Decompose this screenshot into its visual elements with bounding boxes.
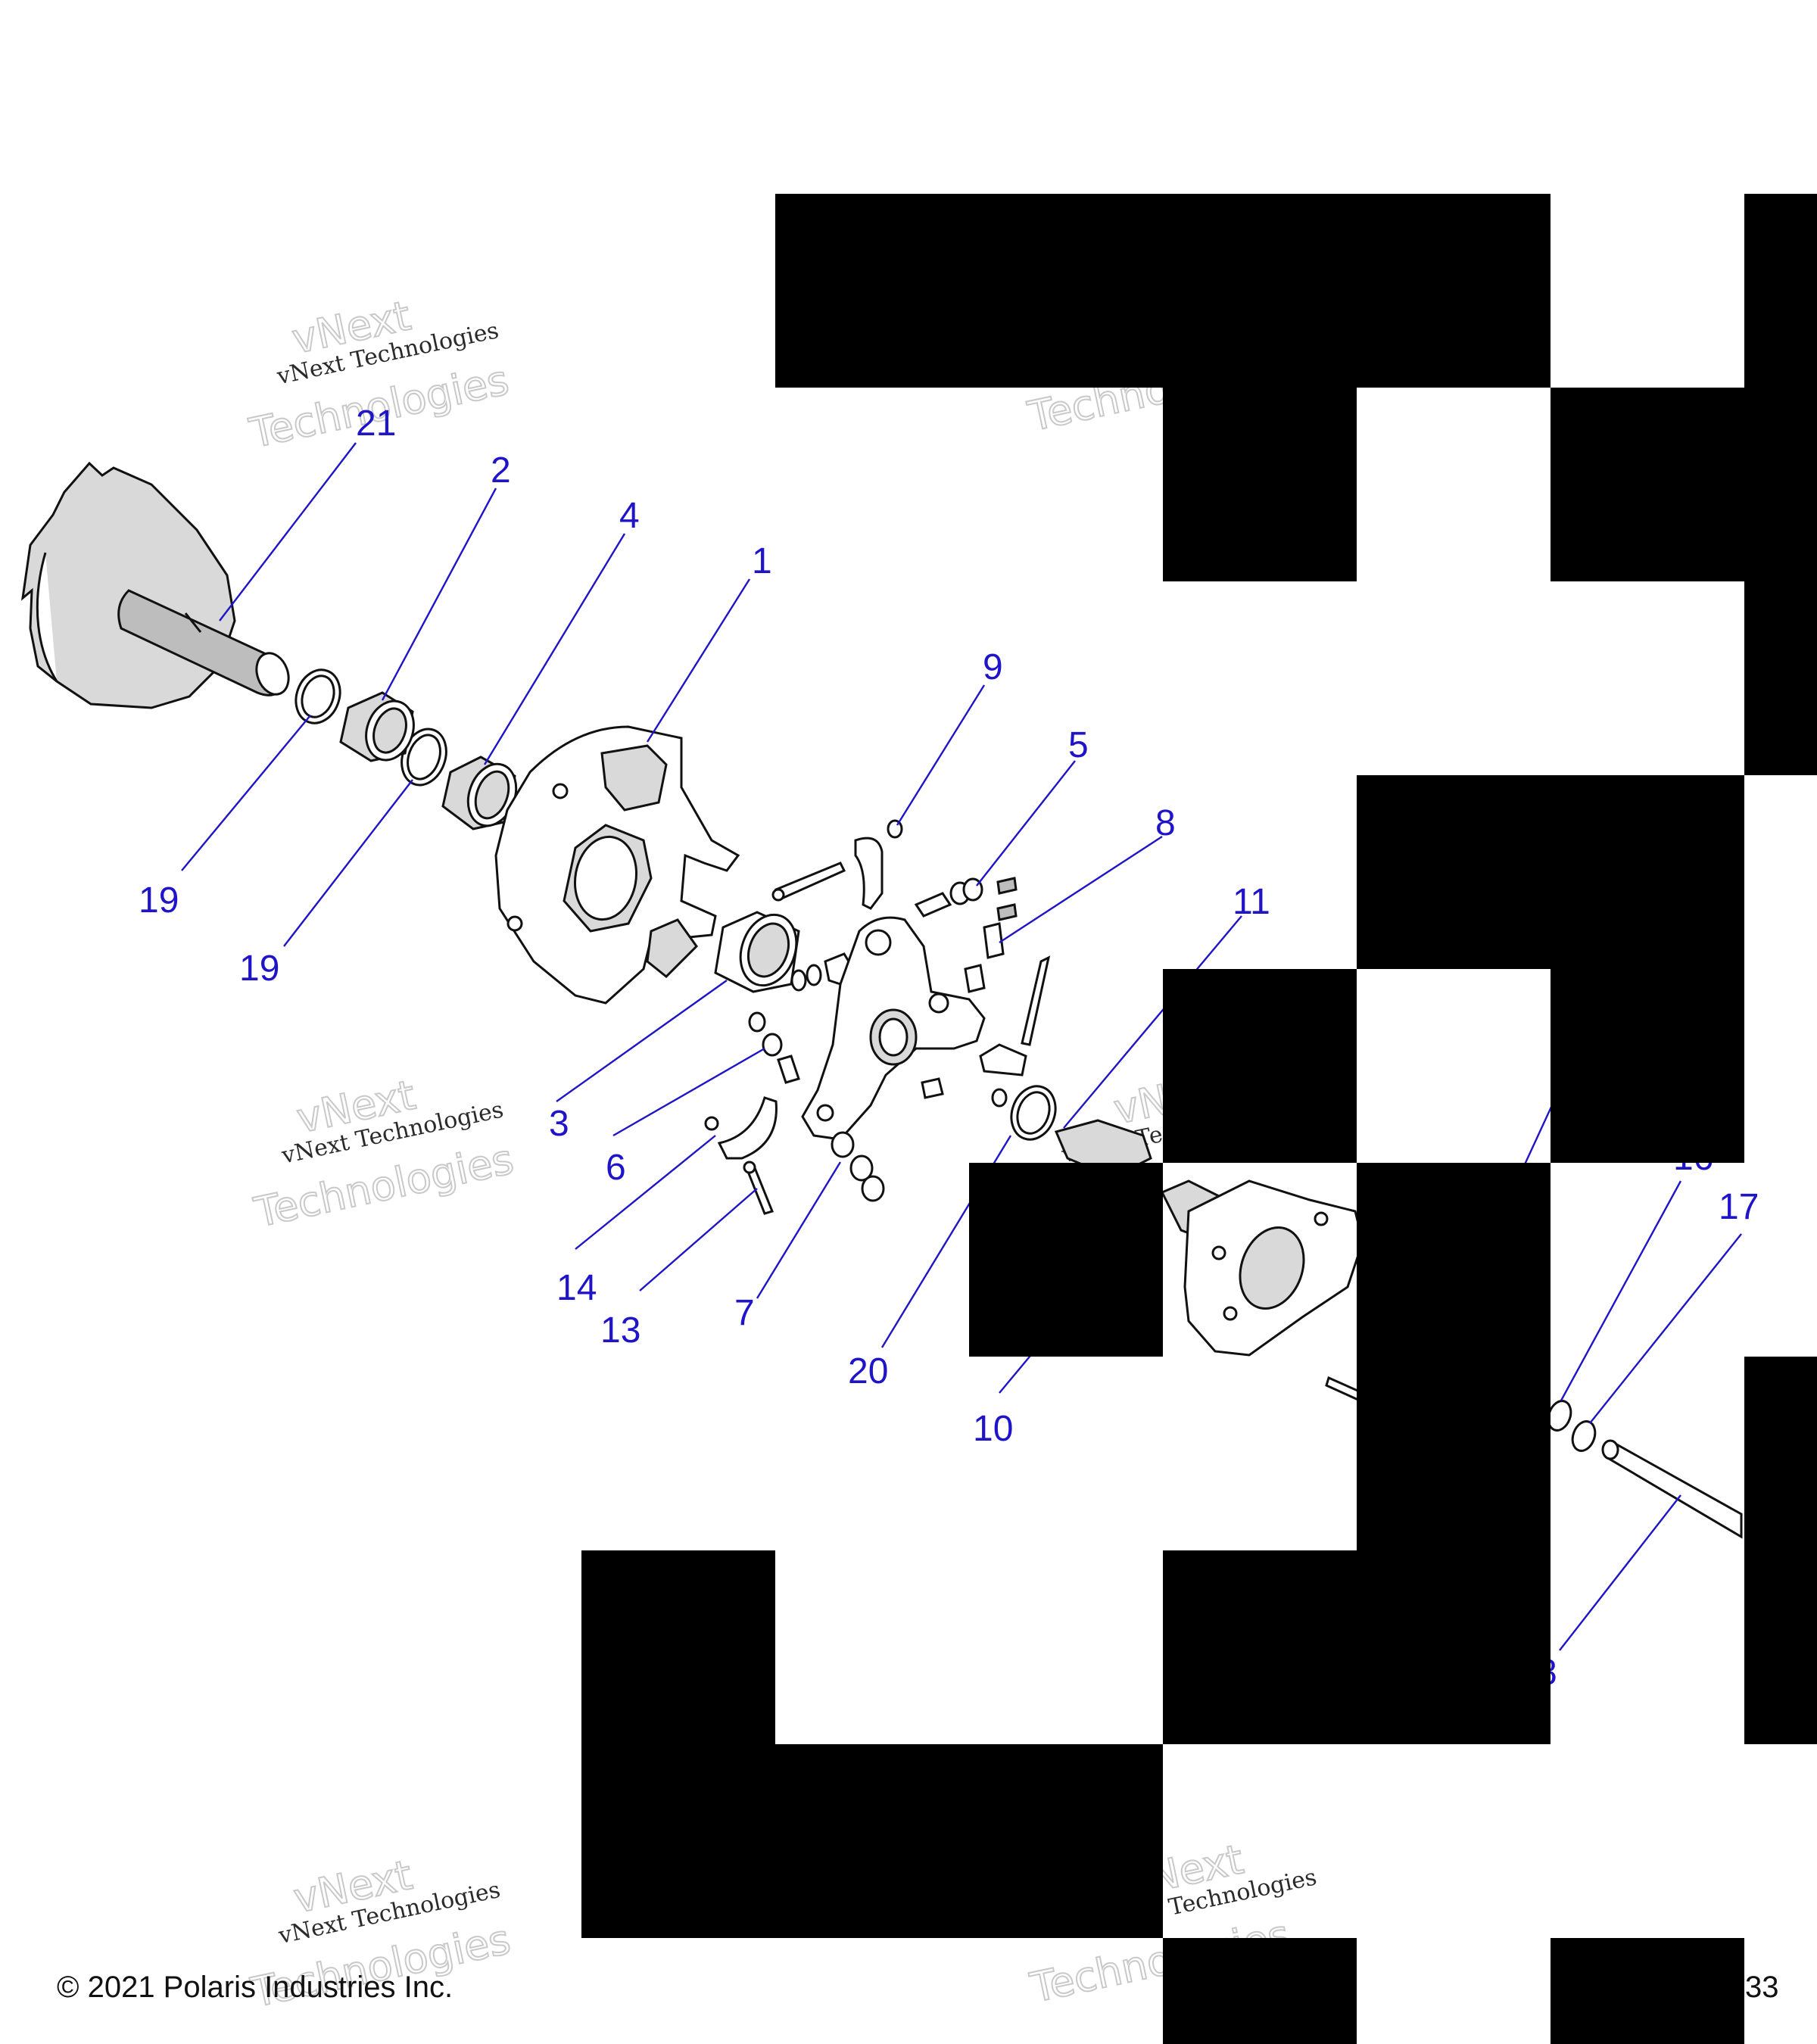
part-19-oring-a	[295, 668, 341, 724]
part-8-pin	[964, 922, 1005, 993]
callout-20: 20	[848, 1351, 888, 1391]
callout-6: 6	[606, 1148, 626, 1188]
callout-3: 3	[549, 1104, 569, 1144]
part-weight-upper	[854, 837, 884, 910]
leader-18	[1559, 1494, 1681, 1651]
part-18-bolt	[1601, 1439, 1743, 1539]
mask-block	[1163, 388, 1357, 581]
page-number-fragment: 33	[1745, 1971, 1779, 2004]
part-9-nut	[887, 819, 903, 839]
leader-6	[612, 1047, 765, 1137]
leader-21	[219, 442, 357, 622]
part-14-weight	[704, 1096, 778, 1160]
watermark-middle-left: vNext vNext Technologies Technologies	[249, 1070, 518, 1238]
part-21-sheave-shaft	[20, 461, 290, 709]
part-20-ring	[1010, 1085, 1057, 1141]
leader-13	[639, 1188, 758, 1292]
leader-17	[1589, 1233, 1742, 1424]
part-pin-long	[1021, 955, 1051, 1046]
mask-block	[969, 1163, 1163, 1357]
leader-7	[756, 1161, 842, 1299]
part-4-bushing	[441, 756, 518, 830]
mask-block	[1163, 1938, 1357, 2044]
mask-block	[1551, 1938, 1744, 2044]
part-1-moveable-sheave	[494, 725, 740, 1005]
leader-5	[976, 760, 1076, 886]
mask-block	[1744, 1357, 1817, 1744]
leader-lines	[181, 442, 1742, 1651]
callout-19b: 19	[239, 949, 279, 989]
leader-19b	[283, 779, 413, 947]
mask-block	[1163, 969, 1357, 1163]
callout-17: 17	[1719, 1187, 1759, 1227]
part-pin-upper	[771, 862, 846, 902]
part-spring-small	[996, 877, 1018, 921]
leader-14	[575, 1135, 716, 1250]
callout-4: 4	[619, 496, 640, 536]
copyright-text: © 2021 Polaris Industries Inc.	[57, 1971, 453, 2004]
mask-block	[775, 1744, 1163, 1938]
leader-3	[556, 980, 728, 1102]
part-rollers-lower	[921, 1077, 1008, 1108]
callout-11: 11	[1233, 882, 1270, 922]
mask-block	[1551, 969, 1744, 1163]
redaction-blocks	[581, 194, 1817, 2044]
callout-19a: 19	[139, 880, 179, 921]
mask-block	[1551, 388, 1744, 581]
mask-block	[1357, 775, 1744, 969]
callout-21: 21	[356, 404, 396, 444]
leader-11	[1063, 915, 1242, 1129]
callout-2: 2	[491, 450, 511, 491]
part-6-washers	[748, 1011, 800, 1084]
part-19-oring-b	[400, 728, 447, 787]
mask-block	[581, 1550, 775, 1938]
part-weight-right	[979, 1043, 1027, 1077]
part-3-bushing	[714, 911, 800, 993]
callout-13: 13	[600, 1310, 640, 1351]
callout-10: 10	[973, 1409, 1013, 1449]
leader-16	[1560, 1180, 1682, 1401]
mask-block	[1163, 1550, 1551, 1744]
callout-1: 1	[752, 541, 772, 581]
leader-8	[999, 835, 1163, 944]
part-spider	[801, 916, 986, 1141]
callout-14: 14	[556, 1268, 597, 1308]
callout-8: 8	[1155, 803, 1176, 843]
callout-9: 9	[983, 647, 1003, 687]
part-13-pin	[743, 1161, 774, 1215]
mask-block	[1744, 194, 1817, 775]
leader-19a	[181, 715, 311, 871]
callout-5: 5	[1068, 725, 1089, 765]
leader-2	[381, 488, 497, 701]
part-17-washer	[1571, 1420, 1597, 1452]
leader-1	[646, 578, 751, 743]
mask-block	[775, 194, 1551, 388]
leader-9	[896, 684, 986, 826]
leader-4	[483, 533, 626, 765]
part-7-bushings	[831, 1131, 885, 1202]
callout-7: 7	[734, 1293, 755, 1333]
part-2-bushing	[339, 691, 415, 762]
part-5-roller	[914, 877, 983, 918]
